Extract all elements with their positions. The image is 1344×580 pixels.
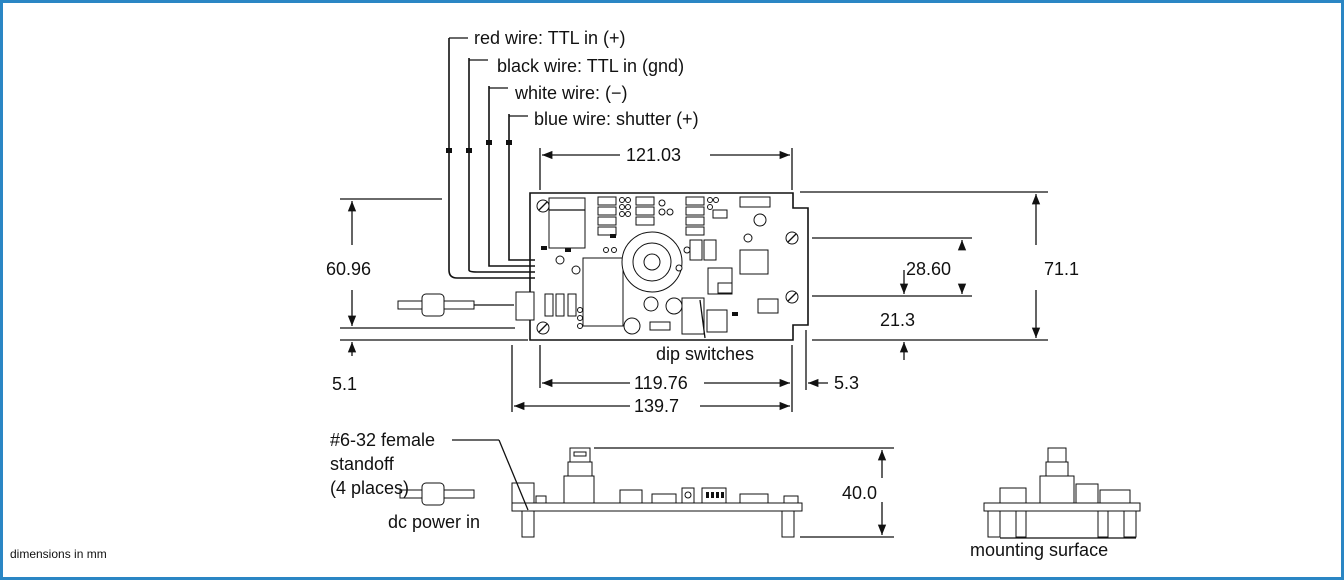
wire-labels: red wire: TTL in (+) black wire: TTL in … (474, 28, 699, 129)
dim-top-width: 121.03 (626, 145, 681, 165)
dc-plug-top (397, 293, 514, 317)
pcb-top-view (515, 192, 809, 341)
dip-switches-label: dip switches (656, 344, 754, 364)
white-wire-label: white wire: (−) (514, 83, 628, 103)
red-wire-label: red wire: TTL in (+) (474, 28, 626, 48)
dim-bottom-offset: 5.1 (332, 374, 357, 394)
standoff-label-line1: #6-32 female (330, 430, 435, 450)
dimension-labels: 121.03 60.96 71.1 28.60 21.3 5.1 119.76 … (326, 145, 1079, 503)
pcb-end-view (983, 447, 1141, 539)
standoff-label-line2: standoff (330, 454, 395, 474)
dim-right-margin: 5.3 (834, 373, 859, 393)
dc-plug-side (399, 482, 475, 506)
dim-inner-height: 28.60 (906, 259, 951, 279)
standoff-label-line3: (4 places) (330, 478, 409, 498)
black-wire-label: black wire: TTL in (gnd) (497, 56, 684, 76)
dimension-lines (340, 148, 1048, 412)
dim-side-height: 40.0 (842, 483, 877, 503)
dim-lower-offset: 21.3 (880, 310, 915, 330)
dim-left-height: 60.96 (326, 259, 371, 279)
pcb-side-view (452, 439, 894, 538)
blue-wire-label: blue wire: shutter (+) (534, 109, 699, 129)
wire-leads (446, 37, 535, 279)
dim-inner-width: 119.76 (634, 373, 688, 393)
mounting-surface-label: mounting surface (970, 540, 1108, 560)
units-note: dimensions in mm (10, 547, 107, 561)
callout-labels: dip switches #6-32 female standoff (4 pl… (10, 344, 1108, 561)
dc-power-label: dc power in (388, 512, 480, 532)
dim-right-height: 71.1 (1044, 259, 1079, 279)
dim-total-width: 139.7 (634, 396, 679, 416)
